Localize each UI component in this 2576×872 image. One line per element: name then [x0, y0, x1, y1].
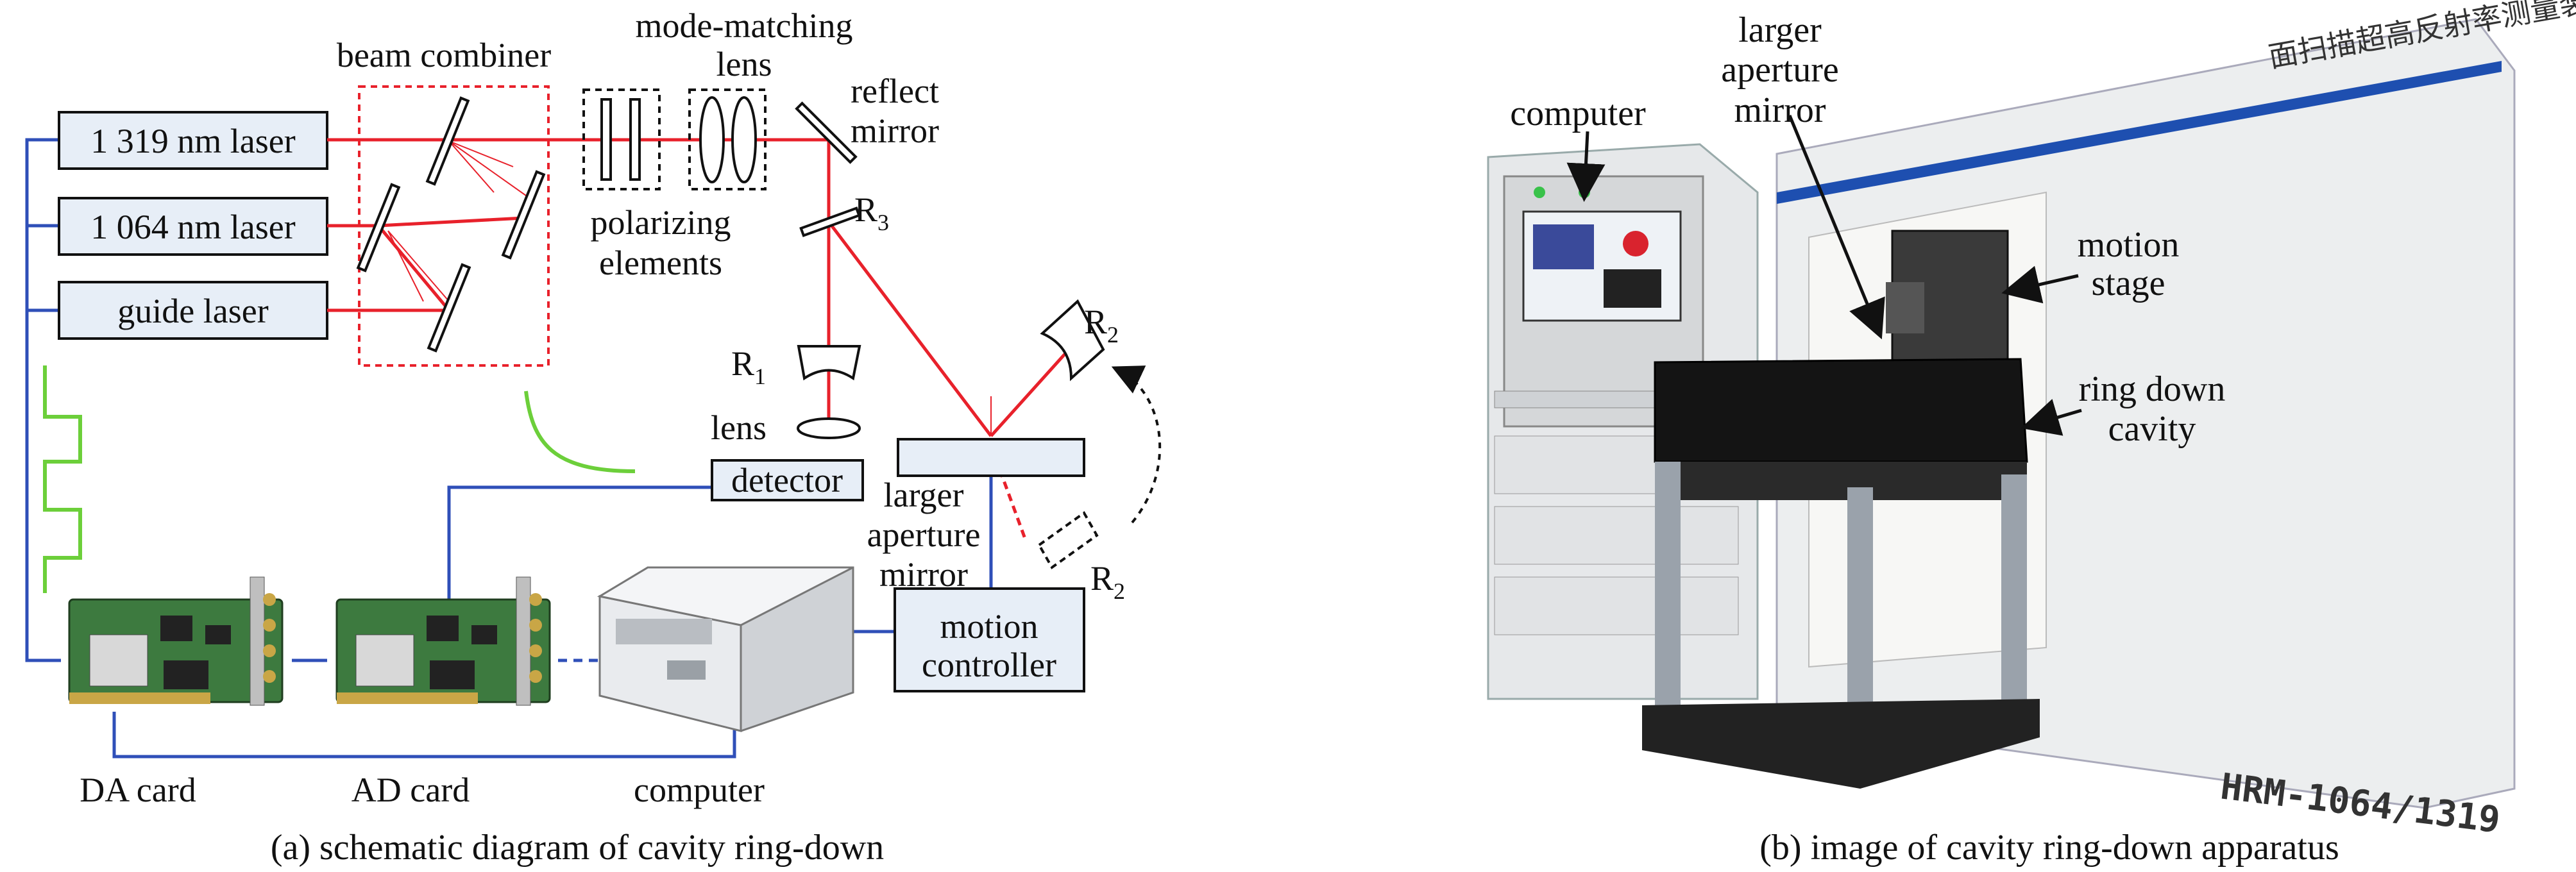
computer-image [597, 566, 854, 732]
mirror-r1 [797, 345, 861, 381]
screen-plot-2 [1604, 269, 1661, 308]
mode-matching-label-2: lens [716, 45, 772, 83]
laser-1319-label: 1 319 nm laser [90, 122, 295, 160]
mode-matching-lens-2 [731, 96, 757, 183]
polarizer-plate-1 [600, 98, 612, 181]
laser-1064-label: 1 064 nm laser [90, 208, 295, 246]
motion-stage-motor [1886, 282, 1924, 333]
larger-aperture-label-2: aperture [867, 516, 981, 554]
computer-arrow [1566, 131, 1606, 202]
motion-stage-arrow [2001, 265, 2079, 304]
larger-aperture-label-1: larger [884, 476, 964, 514]
photo-cavity-label-1: ring down [2079, 369, 2226, 409]
photo-stage-label-2: stage [2091, 264, 2165, 303]
panel-a-caption: (a) schematic diagram of cavity ring-dow… [271, 828, 884, 868]
larger-mirror-arrow [1788, 115, 1885, 340]
rack-drawer-2 [1494, 506, 1739, 565]
focusing-lens [797, 417, 861, 439]
frame-leg-3 [2001, 474, 2027, 705]
screen-plot-3 [1623, 231, 1648, 256]
motion-controller-label-2: controller [922, 646, 1056, 684]
mode-matching-lens-1 [699, 96, 725, 183]
combiner-mirrors [356, 96, 546, 353]
computer-label: computer [634, 771, 765, 809]
rack-led-1 [1534, 187, 1545, 198]
r2-label: R2 [1084, 303, 1119, 348]
rack-drawer-3 [1494, 576, 1739, 635]
granite-base [1642, 699, 2040, 789]
detector-box [711, 459, 864, 501]
reflect-label-2: mirror [851, 112, 939, 150]
polarizing-label-1: polarizing [591, 203, 731, 242]
motion-controller-box [894, 587, 1085, 692]
r2-move-arrow [1111, 365, 1162, 524]
guide-laser-box [58, 281, 328, 340]
photo-larger-label-1: larger [1738, 10, 1822, 50]
r3-label: R3 [854, 190, 889, 235]
panel-b-caption: (b) image of cavity ring-down apparatus [1759, 828, 2339, 868]
r2-alternate-label: R2 [1090, 559, 1125, 604]
r1-label: R1 [731, 344, 766, 389]
mode-matching-label-1: mode-matching [636, 6, 853, 45]
da-card-label: DA card [80, 771, 196, 809]
trigger-waveform [43, 365, 82, 593]
mirror-r2 [1040, 299, 1105, 382]
panel-a-schematic: 1 319 nm laser 1 064 nm laser guide lase… [25, 6, 1162, 868]
mirror-r2-alternate [1037, 511, 1099, 569]
polarizer-plate-2 [629, 98, 641, 181]
photo-larger-label-3: mirror [1734, 90, 1826, 130]
guide-laser-label: guide laser [117, 292, 268, 330]
cabinet-blue-stripe [1777, 61, 2502, 204]
combiner-ray-fans [387, 140, 527, 302]
ring-down-cavity [1654, 358, 2028, 463]
detector-label: detector [731, 461, 843, 499]
laser-1064-box [58, 197, 328, 256]
reflect-label-1: reflect [851, 72, 939, 110]
frame-leg-1 [1655, 462, 1681, 718]
mirror-r3 [799, 206, 861, 237]
larger-aperture-mirror-box [897, 438, 1085, 477]
photo-larger-label-2: aperture [1721, 50, 1838, 90]
photo-cavity-label-2: cavity [2108, 409, 2196, 449]
beam-combiner-label: beam combiner [337, 36, 551, 74]
cavity-arrow [2021, 399, 2082, 436]
panel-b-photo: 面扫描超高反射率测量装置 HRM-1064/1319 computer larg… [1487, 0, 2576, 868]
photo-computer-label: computer [1510, 94, 1646, 133]
mode-matching-box [688, 88, 767, 190]
reflect-mirror [795, 101, 858, 164]
polarizer-box [582, 88, 661, 190]
da-card-image [68, 576, 284, 706]
photo-stage-label-1: motion [2078, 225, 2180, 265]
lens-label: lens [711, 408, 767, 447]
motion-controller-label-1: motion [940, 607, 1038, 646]
polarizing-label-2: elements [599, 244, 722, 282]
ad-card-image [335, 576, 551, 706]
screen-plot-1 [1533, 224, 1594, 269]
ad-card-label: AD card [352, 771, 470, 809]
detector-signal-curve [524, 390, 636, 473]
